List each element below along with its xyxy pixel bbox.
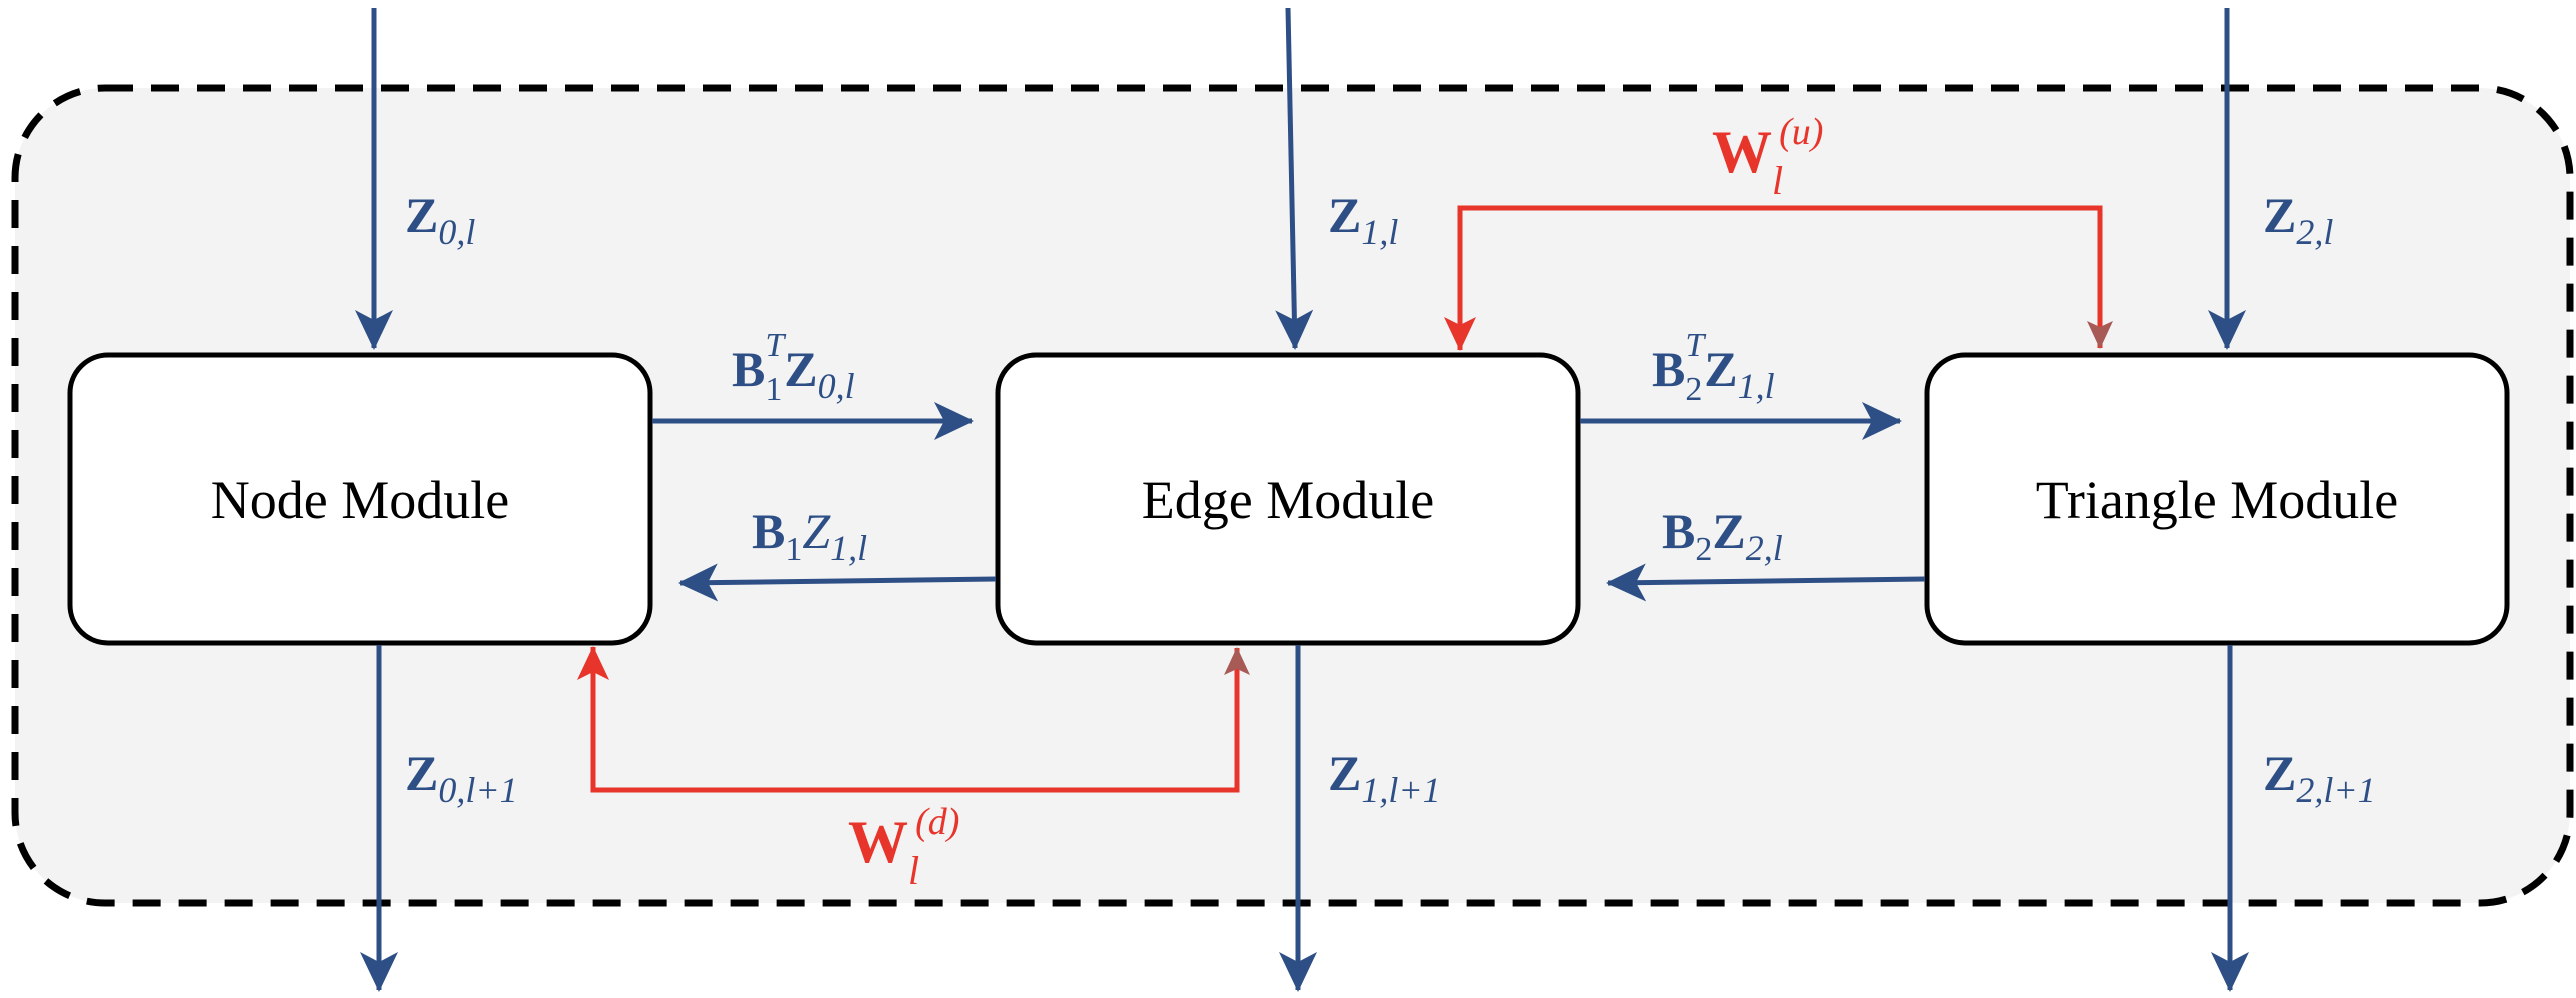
edge-module-label: Edge Module (1142, 470, 1434, 530)
triangle-module-label: Triangle Module (2036, 470, 2399, 530)
label-z1-out: Z1,l+1 (1328, 745, 1441, 810)
label-b2-z2: B2Z2,l (1662, 503, 1783, 568)
label-z1-in: Z1,l (1328, 187, 1398, 252)
w-up-connector (1444, 205, 2113, 351)
label-b1-z1: B1Z1,l (752, 503, 867, 568)
label-z2-in: Z2,l (2263, 187, 2333, 252)
label-w-down: Wl(d) (848, 801, 959, 893)
edge-to-node-arrow (678, 563, 997, 602)
node-module-label: Node Module (211, 470, 509, 530)
label-b1t-z0: B1TZ0,l (732, 327, 855, 408)
triangle-to-edge-arrow (1606, 563, 1926, 602)
label-z0-out: Z0,l+1 (405, 745, 518, 810)
label-z2-out: Z2,l+1 (2263, 745, 2376, 810)
w-down-connector (577, 646, 1250, 793)
edge-module: Edge Module (995, 352, 1581, 646)
label-w-up: Wl(u) (1712, 111, 1823, 203)
label-b2t-z1: B2TZ1,l (1652, 327, 1775, 408)
z1-input-arrow (1275, 7, 1314, 350)
node-module: Node Module (67, 352, 653, 646)
label-z0-in: Z0,l (405, 187, 475, 252)
triangle-module: Triangle Module (1924, 352, 2510, 646)
